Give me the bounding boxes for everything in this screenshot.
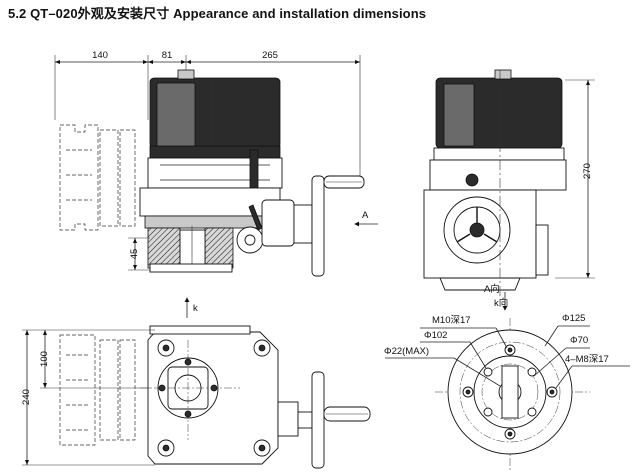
dim-81: 81 [162,50,173,61]
dim-265: 265 [262,50,278,61]
front-handwheel [236,175,365,277]
dim-270: 270 [582,163,593,179]
dim-45-lines [128,237,150,271]
arrow-a-label: A [362,210,369,221]
top-view [22,325,371,469]
phi125-label: Φ125 [562,313,585,324]
dim-240: 240 [21,389,32,405]
flange-view [385,292,630,470]
side-view-a [423,69,595,300]
m10-label: M10深17 [432,315,471,326]
phi102-label: Φ102 [424,330,447,341]
page-title: 5.2 QT–020外观及安装尺寸 Appearance and install… [8,6,427,21]
view-k-label: k向 [494,297,508,309]
actuator-body [139,69,283,273]
arrow-k-label: k [193,303,198,314]
view-a-label: A向 [484,283,500,295]
front-view: 140 81 265 [54,50,378,318]
dashed-handwheel-outline [59,124,136,231]
dim-100: 100 [39,351,50,367]
phi22-label: Φ22(MAX) [384,346,429,357]
phi70-label: Φ70 [570,335,588,346]
dim-45: 45 [129,249,140,260]
m8-label: 4–M8深17 [565,354,609,365]
dim-140: 140 [92,50,108,61]
